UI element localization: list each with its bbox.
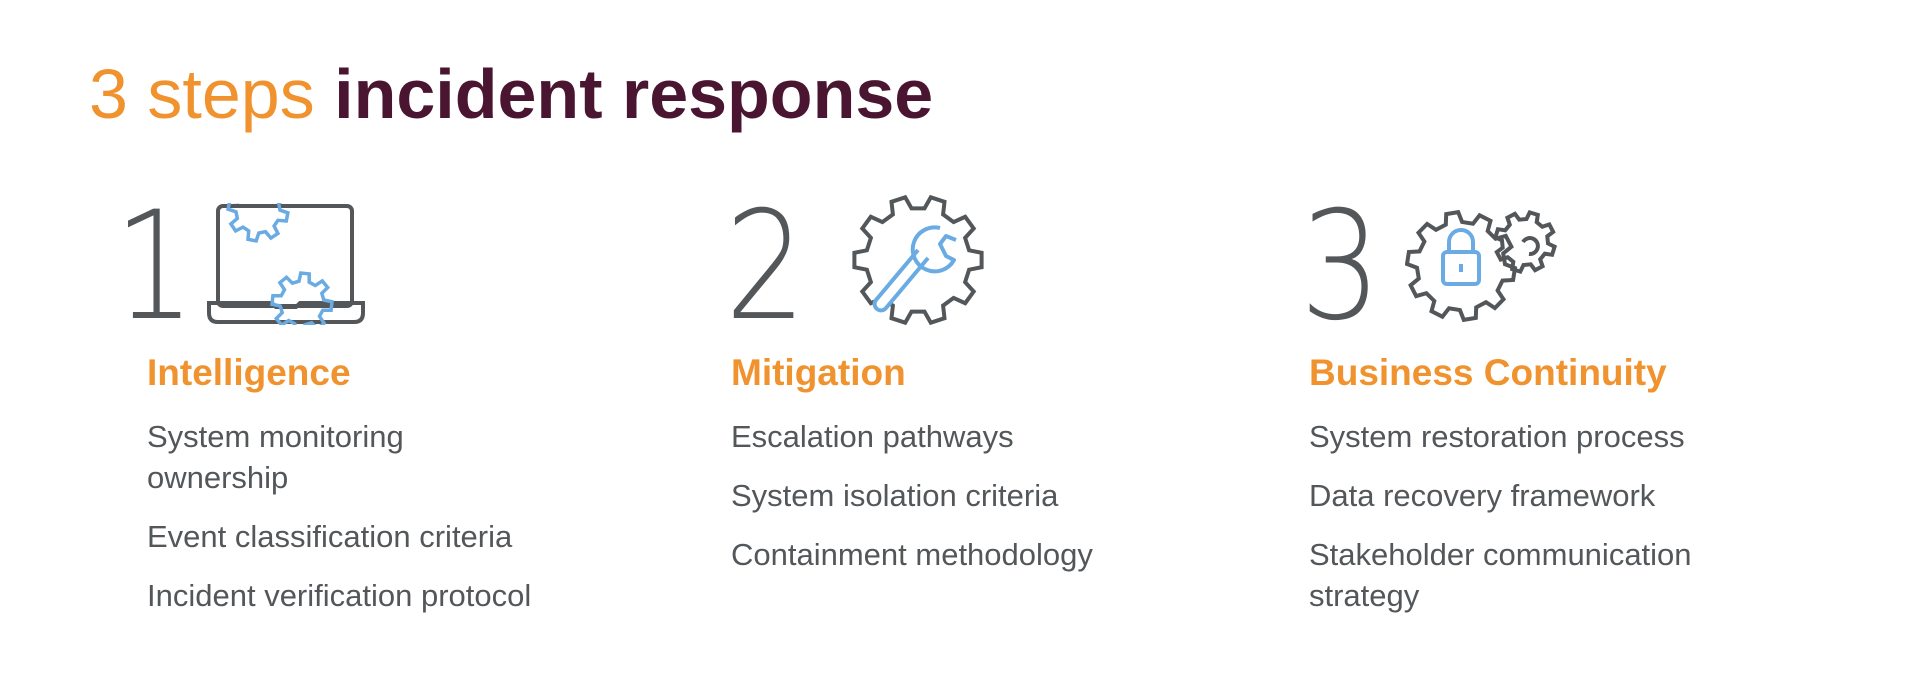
list-item: System restoration process xyxy=(1309,419,1685,454)
step-items: System restoration process Data recovery… xyxy=(1309,416,1789,634)
gear-icon xyxy=(1492,209,1558,275)
step-heading: Business Continuity xyxy=(1309,352,1667,393)
step-heading: Intelligence xyxy=(147,352,351,393)
gear-icon xyxy=(852,194,984,326)
step-number: 1 xyxy=(114,180,196,354)
list-item: Containment methodology xyxy=(731,537,1093,572)
gear-icon xyxy=(1405,209,1518,323)
gear-wrench-icon xyxy=(852,194,984,326)
title-bold: incident response xyxy=(334,55,934,133)
gear-icon xyxy=(270,271,334,325)
list-item: Event classification criteria xyxy=(147,519,513,554)
step-heading: Mitigation xyxy=(731,352,906,393)
step-number: 3 xyxy=(1300,180,1382,354)
gears-lock-icon xyxy=(1405,209,1558,323)
title-light: 3 steps xyxy=(89,55,315,133)
list-item: Incident verification protocol xyxy=(147,578,532,613)
list-item: System monitoring ownership xyxy=(147,419,404,495)
gear-icon xyxy=(226,203,290,243)
step-number: 2 xyxy=(725,180,807,354)
page-title: 3 steps incident response xyxy=(89,52,933,136)
list-item: Data recovery framework xyxy=(1309,478,1656,513)
step-items: System monitoring ownership Event classi… xyxy=(147,416,547,634)
laptop-gears-icon xyxy=(207,203,365,325)
list-item: System isolation criteria xyxy=(731,478,1059,513)
list-item: Escalation pathways xyxy=(731,419,1014,454)
step-items: Escalation pathways System isolation cri… xyxy=(731,416,1191,593)
list-item: Stakeholder communication strategy xyxy=(1309,537,1692,613)
